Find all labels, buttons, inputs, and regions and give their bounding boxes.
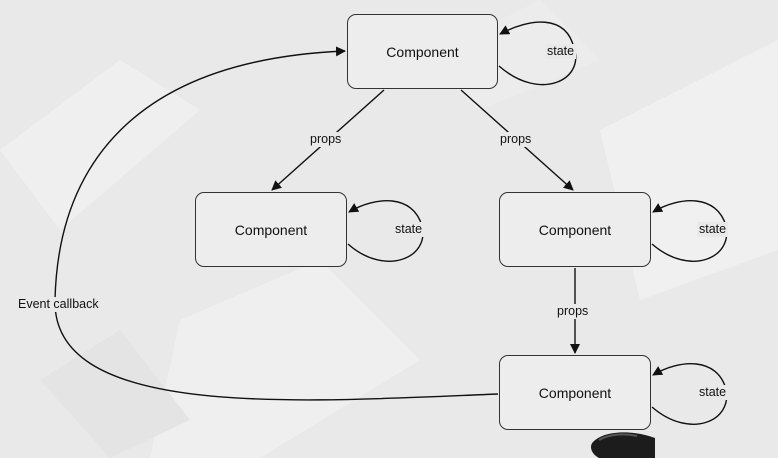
component-label: Component	[234, 221, 308, 238]
component-node-top: Component	[347, 14, 498, 89]
edge-label-event-callback: Event callback	[16, 297, 101, 312]
loop-label-state: state	[697, 222, 729, 237]
edge-label-props: props	[555, 304, 591, 319]
pen-cursor-icon	[591, 432, 655, 458]
component-label: Component	[538, 384, 612, 401]
component-node-bottom: Component	[499, 355, 651, 430]
loop-label-state: state	[545, 44, 577, 59]
component-label: Component	[538, 221, 612, 238]
component-node-left: Component	[195, 192, 347, 267]
loop-label-state: state	[393, 222, 425, 237]
edge-label-props: props	[498, 132, 534, 147]
loop-label-state: state	[697, 385, 729, 400]
component-label: Component	[386, 43, 459, 60]
edge-label-props: props	[308, 132, 344, 147]
component-node-right: Component	[499, 192, 651, 267]
